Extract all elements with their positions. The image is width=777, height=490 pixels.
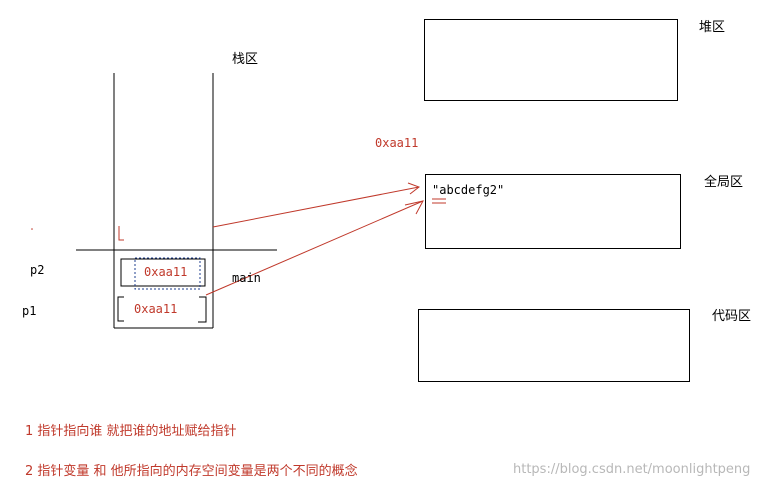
p1-right-bracket xyxy=(198,296,207,323)
arrow-head-2 xyxy=(404,200,424,215)
red-stack-mark xyxy=(118,226,124,241)
p1-value: 0xaa11 xyxy=(134,302,178,316)
main-frame-label: main xyxy=(232,271,261,285)
global-string-value: "abcdefg2" xyxy=(432,183,505,197)
p2-value: 0xaa11 xyxy=(144,265,188,279)
p1-left-bracket xyxy=(117,296,124,322)
p1-label: p1 xyxy=(22,304,37,318)
note-1: 1 指针指向谁 就把谁的地址赋给指针 xyxy=(25,424,237,439)
arrow-p1-to-string xyxy=(205,200,424,296)
p2-dotted-marker xyxy=(134,257,201,290)
arrow-stack-to-string xyxy=(212,186,420,228)
address-annotation: 0xaa11 xyxy=(375,136,419,150)
red-dot-mark xyxy=(31,228,33,230)
stack-region-label: 栈区 xyxy=(232,52,259,67)
p2-label: p2 xyxy=(30,263,45,277)
code-region-label: 代码区 xyxy=(712,309,752,324)
p2-cell xyxy=(120,258,206,287)
note-2: 2 指针变量 和 他所指向的内存空间变量是两个不同的概念 xyxy=(25,464,358,479)
heap-region-label: 堆区 xyxy=(699,20,726,35)
code-box xyxy=(418,309,690,382)
global-region-label: 全局区 xyxy=(704,175,744,190)
global-box xyxy=(425,174,681,249)
watermark: https://blog.csdn.net/moonlightpeng xyxy=(513,462,751,477)
heap-box xyxy=(424,19,678,101)
arrow-head-1 xyxy=(407,182,421,195)
